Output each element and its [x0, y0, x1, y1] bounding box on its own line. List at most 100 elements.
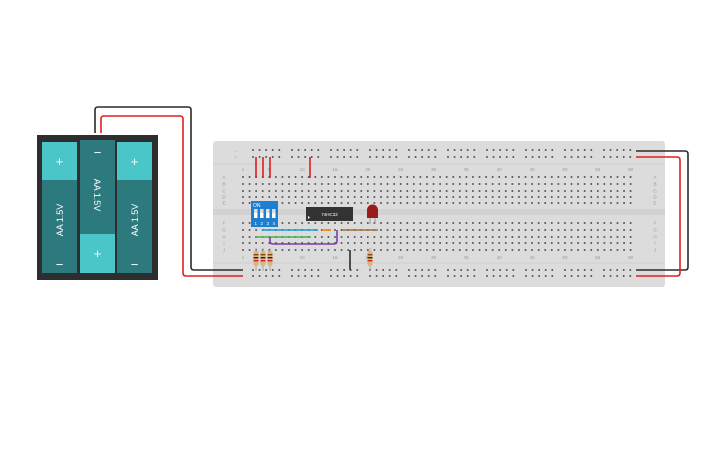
breadboard-hole[interactable] [570, 190, 573, 192]
breadboard-hole[interactable] [557, 190, 560, 192]
breadboard-hole[interactable] [603, 196, 606, 198]
breadboard-hole[interactable] [425, 236, 428, 238]
breadboard-hole[interactable] [616, 242, 619, 244]
breadboard-hole[interactable] [452, 242, 455, 244]
wire-rail-black-right[interactable] [636, 150, 689, 271]
breadboard-hole[interactable] [623, 236, 626, 238]
rail-hole[interactable] [603, 149, 605, 151]
breadboard-hole[interactable] [432, 229, 435, 231]
rail-hole[interactable] [622, 269, 625, 271]
breadboard-hole[interactable] [550, 176, 553, 178]
breadboard-hole[interactable] [583, 202, 586, 204]
rail-hole[interactable] [434, 156, 437, 158]
breadboard-hole[interactable] [531, 202, 534, 204]
breadboard-hole[interactable] [340, 242, 343, 244]
breadboard-hole[interactable] [432, 202, 435, 204]
breadboard-hole[interactable] [616, 229, 619, 231]
breadboard-hole[interactable] [452, 222, 455, 224]
breadboard-hole[interactable] [425, 196, 428, 198]
breadboard-hole[interactable] [393, 229, 396, 231]
breadboard-hole[interactable] [491, 190, 494, 192]
breadboard-hole[interactable] [511, 242, 514, 244]
rail-hole[interactable] [473, 149, 476, 151]
breadboard-hole[interactable] [327, 183, 330, 185]
breadboard-hole[interactable] [386, 183, 389, 185]
breadboard-hole[interactable] [373, 242, 376, 244]
breadboard-hole[interactable] [491, 196, 494, 198]
breadboard-hole[interactable] [248, 236, 251, 238]
rail-hole[interactable] [336, 275, 339, 277]
breadboard-hole[interactable] [353, 176, 356, 178]
breadboard-hole[interactable] [301, 249, 304, 251]
breadboard-hole[interactable] [287, 202, 290, 204]
breadboard-hole[interactable] [439, 183, 442, 185]
breadboard-hole[interactable] [287, 190, 290, 192]
breadboard-hole[interactable] [583, 242, 586, 244]
breadboard-hole[interactable] [603, 222, 606, 224]
breadboard-hole[interactable] [445, 249, 448, 251]
rail-hole[interactable] [414, 269, 417, 271]
rail-hole[interactable] [499, 149, 502, 151]
rail-hole[interactable] [395, 149, 398, 151]
rail-hole[interactable] [531, 275, 534, 277]
rail-hole[interactable] [427, 156, 430, 158]
breadboard-hole[interactable] [307, 183, 310, 185]
breadboard-hole[interactable] [294, 196, 297, 198]
breadboard-hole[interactable] [531, 196, 534, 198]
rail-hole[interactable] [408, 275, 410, 277]
breadboard-hole[interactable] [623, 183, 626, 185]
breadboard-hole[interactable] [366, 196, 369, 198]
breadboard-hole[interactable] [590, 196, 593, 198]
breadboard-hole[interactable] [504, 222, 507, 224]
breadboard-hole[interactable] [425, 183, 428, 185]
breadboard-hole[interactable] [557, 222, 560, 224]
breadboard-hole[interactable] [445, 176, 448, 178]
breadboard-hole[interactable] [452, 190, 455, 192]
breadboard-hole[interactable] [537, 190, 540, 192]
rail-hole[interactable] [421, 269, 424, 271]
rail-hole[interactable] [466, 275, 469, 277]
rail-hole[interactable] [603, 156, 605, 158]
breadboard-hole[interactable] [531, 190, 534, 192]
breadboard-hole[interactable] [294, 183, 297, 185]
rail-hole[interactable] [304, 269, 307, 271]
breadboard-hole[interactable] [577, 229, 580, 231]
breadboard-hole[interactable] [609, 196, 612, 198]
breadboard-hole[interactable] [439, 222, 442, 224]
breadboard-hole[interactable] [609, 229, 612, 231]
rail-hole[interactable] [505, 269, 508, 271]
breadboard-hole[interactable] [307, 249, 310, 251]
breadboard-hole[interactable] [583, 176, 586, 178]
breadboard-hole[interactable] [274, 190, 277, 192]
breadboard-hole[interactable] [294, 176, 297, 178]
wire-battery-red[interactable] [100, 115, 243, 277]
rail-hole[interactable] [258, 149, 261, 151]
rail-hole[interactable] [544, 275, 547, 277]
rail-hole[interactable] [447, 156, 449, 158]
breadboard-hole[interactable] [340, 190, 343, 192]
breadboard-hole[interactable] [491, 249, 494, 251]
rail-hole[interactable] [583, 156, 586, 158]
breadboard-hole[interactable] [544, 229, 547, 231]
breadboard-hole[interactable] [439, 229, 442, 231]
dip-toggle[interactable] [254, 209, 258, 218]
breadboard-hole[interactable] [471, 222, 474, 224]
breadboard-hole[interactable] [439, 176, 442, 178]
breadboard-hole[interactable] [360, 196, 363, 198]
breadboard-hole[interactable] [327, 176, 330, 178]
breadboard-hole[interactable] [353, 196, 356, 198]
breadboard-hole[interactable] [590, 183, 593, 185]
breadboard-hole[interactable] [445, 183, 448, 185]
breadboard-hole[interactable] [261, 196, 264, 198]
breadboard-hole[interactable] [590, 222, 593, 224]
breadboard-hole[interactable] [570, 249, 573, 251]
dip-toggle[interactable] [272, 209, 276, 218]
rail-hole[interactable] [609, 275, 612, 277]
breadboard-hole[interactable] [498, 229, 501, 231]
rail-hole[interactable] [616, 269, 619, 271]
rail-hole[interactable] [564, 269, 566, 271]
breadboard-hole[interactable] [550, 249, 553, 251]
rail-hole[interactable] [622, 149, 625, 151]
breadboard-hole[interactable] [294, 222, 297, 224]
breadboard-hole[interactable] [393, 242, 396, 244]
